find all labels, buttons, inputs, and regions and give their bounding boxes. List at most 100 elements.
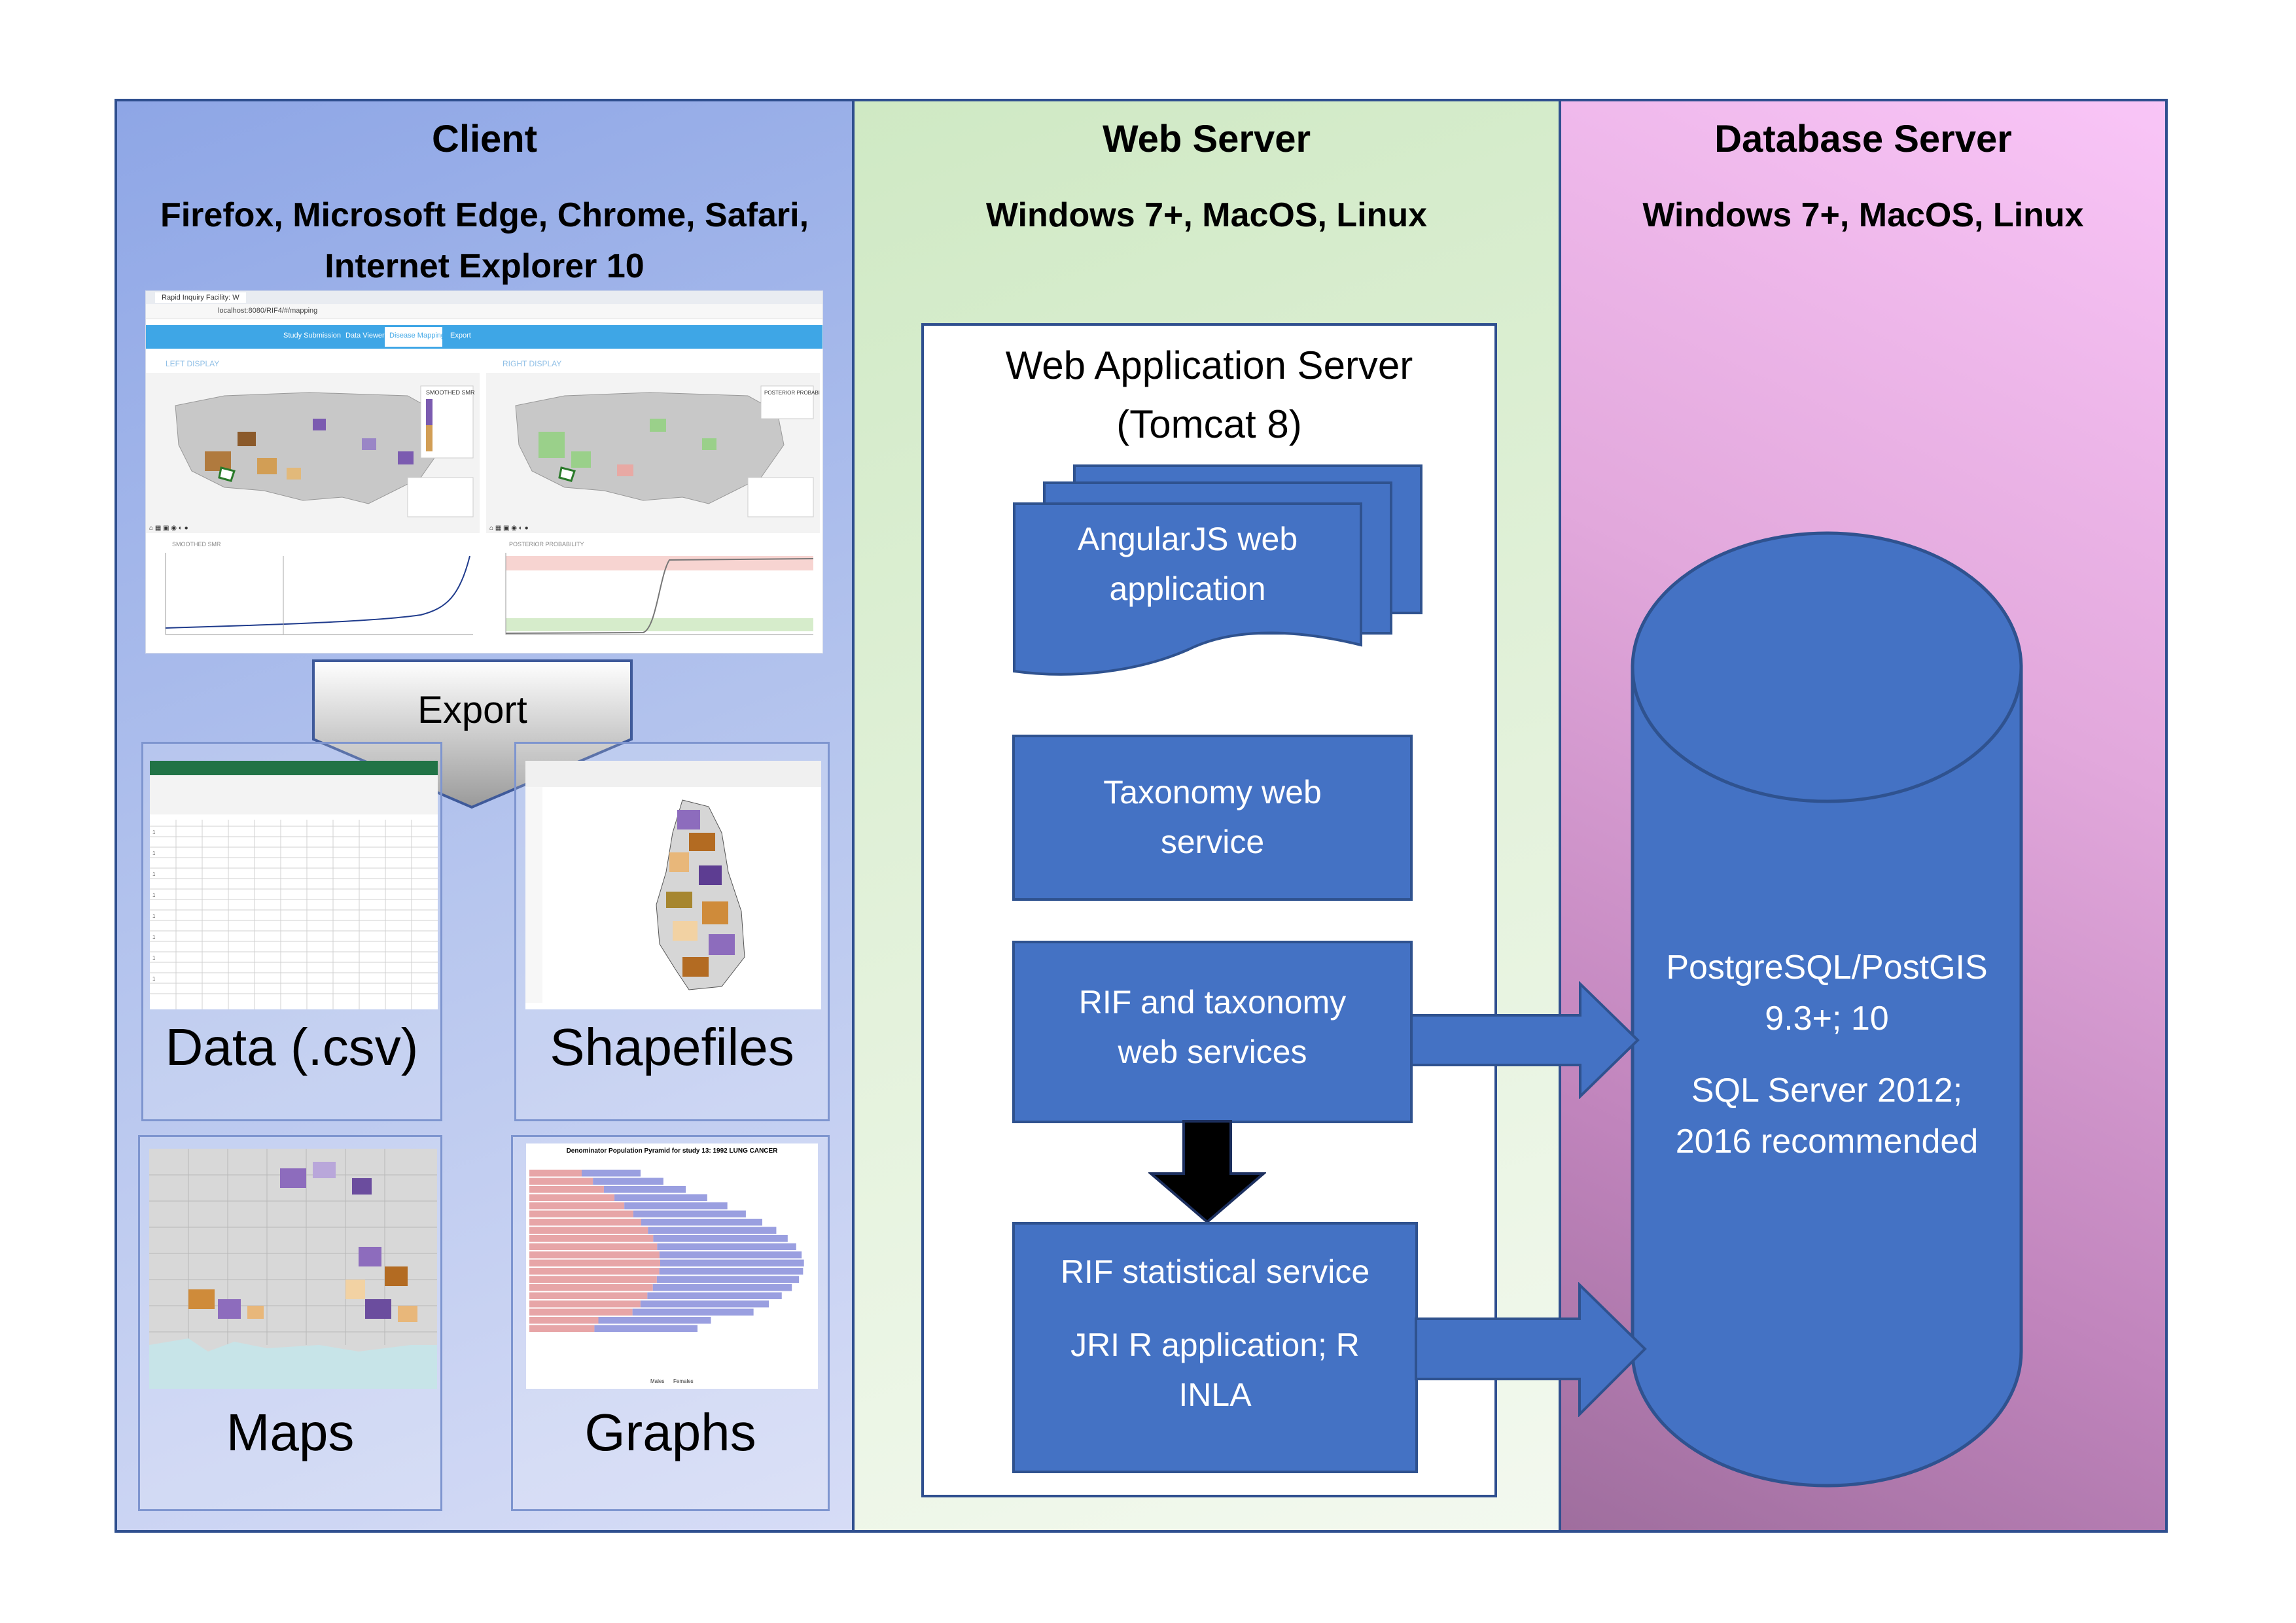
pyramid-bar-male bbox=[529, 1202, 625, 1210]
shapefiles-label: Shapefiles bbox=[550, 1018, 794, 1076]
pyramid-bar-female bbox=[652, 1284, 792, 1291]
pyramid-bar-male bbox=[529, 1259, 660, 1266]
pyramid-bar-female bbox=[614, 1194, 707, 1201]
client-browsers-line2: Internet Explorer 10 bbox=[325, 247, 645, 285]
web-application-server-line2: (Tomcat 8) bbox=[1116, 402, 1302, 446]
rif-ws-to-db-arrow bbox=[1410, 981, 1640, 1099]
pyramid-bar-male bbox=[529, 1284, 653, 1291]
client-title: Client bbox=[431, 118, 538, 160]
svg-text:1: 1 bbox=[152, 892, 156, 898]
pyramid-bar-female bbox=[632, 1308, 754, 1316]
svg-text:⌂ ▦ ▣ ◉ ◐ ●: ⌂ ▦ ▣ ◉ ◐ ● bbox=[149, 525, 188, 532]
down-arrow bbox=[1148, 1120, 1266, 1224]
nav-data-viewer: Data Viewer bbox=[345, 332, 385, 340]
pyramid-bar-male bbox=[529, 1317, 599, 1324]
pyramid-bar-male bbox=[529, 1300, 641, 1308]
web-server-os: Windows 7+, MacOS, Linux bbox=[985, 196, 1428, 234]
shapefiles-tile: Shapefiles bbox=[514, 742, 830, 1121]
pyramid-bar-male bbox=[529, 1219, 641, 1226]
pyramid-bar-female bbox=[656, 1276, 800, 1283]
graph-legend-males: Males bbox=[650, 1378, 664, 1384]
shapefile-map-icon bbox=[525, 761, 821, 1009]
graph-legend-females: Females bbox=[673, 1378, 694, 1384]
svg-text:1: 1 bbox=[152, 976, 156, 982]
pyramid-bar-female bbox=[582, 1170, 641, 1177]
right-display-label: RIGHT DISPLAY bbox=[503, 359, 562, 368]
pyramid-bar-female bbox=[641, 1219, 762, 1226]
pyramid-bar-female bbox=[624, 1202, 728, 1210]
angularjs-line1: AngularJS web bbox=[1077, 521, 1298, 557]
taxonomy-line1: Taxonomy web bbox=[1103, 774, 1322, 811]
pyramid-bar-male bbox=[529, 1243, 658, 1250]
database-text: PostgreSQL/PostGIS 9.3+; 10 SQL Server 2… bbox=[1629, 942, 2024, 1167]
svg-text:1: 1 bbox=[152, 829, 156, 835]
graphs-label: Graphs bbox=[584, 1403, 756, 1461]
client-browsers-line1: Firefox, Microsoft Edge, Chrome, Safari, bbox=[160, 196, 809, 234]
pyramid-bar-female bbox=[660, 1259, 804, 1266]
pyramid-bar-female bbox=[659, 1268, 804, 1275]
maps-label: Maps bbox=[226, 1403, 355, 1461]
pyramid-bar-male bbox=[529, 1292, 648, 1299]
maps-tile: Maps bbox=[138, 1135, 442, 1511]
pyramid-bar-male bbox=[529, 1268, 660, 1275]
data-csv-label: Data (.csv) bbox=[165, 1018, 419, 1076]
rif-ws-line1: RIF and taxonomy bbox=[1078, 984, 1347, 1021]
rif-ws-line2: web services bbox=[1118, 1034, 1307, 1070]
graph-title: Denominator Population Pyramid for study… bbox=[567, 1147, 779, 1155]
nav-disease-mapping: Disease Mapping bbox=[389, 332, 445, 340]
database-server-os: Windows 7+, MacOS, Linux bbox=[1642, 196, 2084, 234]
pyramid-bar-male bbox=[529, 1186, 604, 1193]
browser-url: localhost:8080/RIF4/#/mapping bbox=[218, 307, 318, 315]
pyramid-bar-male bbox=[529, 1210, 633, 1217]
web-application-server-line1: Web Application Server bbox=[1005, 343, 1413, 387]
svg-text:1: 1 bbox=[152, 871, 156, 877]
pyramid-bar-female bbox=[603, 1186, 686, 1193]
graphs-tile: Denominator Population Pyramid for study… bbox=[511, 1135, 830, 1511]
pyramid-bar-male bbox=[529, 1308, 633, 1316]
pyramid-bar-male bbox=[529, 1325, 595, 1332]
pyramid-bar-female bbox=[648, 1227, 777, 1234]
web-server-title: Web Server bbox=[1102, 118, 1311, 160]
database-server-title: Database Server bbox=[1714, 118, 2012, 160]
stat-line3: INLA bbox=[1178, 1376, 1252, 1413]
stat-to-db-arrow bbox=[1415, 1282, 1647, 1417]
pyramid-bar-male bbox=[529, 1251, 660, 1259]
angularjs-document-stack bbox=[1013, 464, 1422, 676]
stat-line1: RIF statistical service bbox=[1060, 1253, 1370, 1290]
pyramid-bar-male bbox=[529, 1170, 582, 1177]
svg-text:1: 1 bbox=[152, 913, 156, 919]
pg-line2: 9.3+; 10 bbox=[1765, 1000, 1889, 1038]
left-legend-title: SMOOTHED SMR bbox=[426, 389, 475, 396]
pg-line1: PostgreSQL/PostGIS bbox=[1666, 949, 1988, 986]
right-chart-label: POSTERIOR PROBABILITY bbox=[509, 541, 584, 548]
database-cylinder-icon bbox=[1631, 531, 2023, 1488]
taxonomy-web-service-box: Taxonomy web service bbox=[1012, 735, 1413, 901]
pyramid-bar-male bbox=[529, 1178, 593, 1185]
angularjs-line2: application bbox=[1109, 570, 1266, 607]
choropleth-map-icon bbox=[149, 1149, 437, 1389]
screenshot-line-charts: SMOOTHED SMR POSTERIOR PROBABILITY bbox=[146, 536, 822, 653]
pyramid-bar-female bbox=[633, 1210, 746, 1217]
taxonomy-line2: service bbox=[1160, 824, 1265, 860]
pyramid-bar-female bbox=[659, 1251, 802, 1259]
pyramid-bar-female bbox=[593, 1178, 663, 1185]
pyramid-bar-female bbox=[653, 1235, 788, 1242]
pyramid-bar-male bbox=[529, 1235, 654, 1242]
browser-tab: Rapid Inquiry Facility: W bbox=[155, 292, 246, 303]
rif-taxonomy-web-services-box: RIF and taxonomy web services bbox=[1012, 941, 1413, 1123]
left-map: SMOOTHED SMR ⌂ ▦ ▣ ◉ ◐ ● bbox=[146, 373, 480, 533]
left-display-label: LEFT DISPLAY bbox=[166, 359, 220, 368]
stat-line2: JRI R application; R bbox=[1070, 1327, 1360, 1363]
population-pyramid-icon: Denominator Population Pyramid for study… bbox=[526, 1143, 818, 1389]
right-map: POSTERIOR PROBABILITY ⌂ ▦ ▣ ◉ ◐ ● bbox=[486, 373, 820, 533]
pyramid-bar-male bbox=[529, 1227, 648, 1234]
pyramid-bar-female bbox=[598, 1317, 711, 1324]
sql-line1: SQL Server 2012; bbox=[1691, 1072, 1963, 1109]
nav-study-submission: Study Submission bbox=[283, 332, 342, 340]
right-legend-title: POSTERIOR PROBABILITY bbox=[764, 390, 820, 396]
svg-text:1: 1 bbox=[152, 955, 156, 961]
pyramid-bar-female bbox=[647, 1292, 782, 1299]
pyramid-bar-male bbox=[529, 1194, 615, 1201]
disease-mapping-screenshot: Rapid Inquiry Facility: W localhost:8080… bbox=[145, 290, 823, 654]
